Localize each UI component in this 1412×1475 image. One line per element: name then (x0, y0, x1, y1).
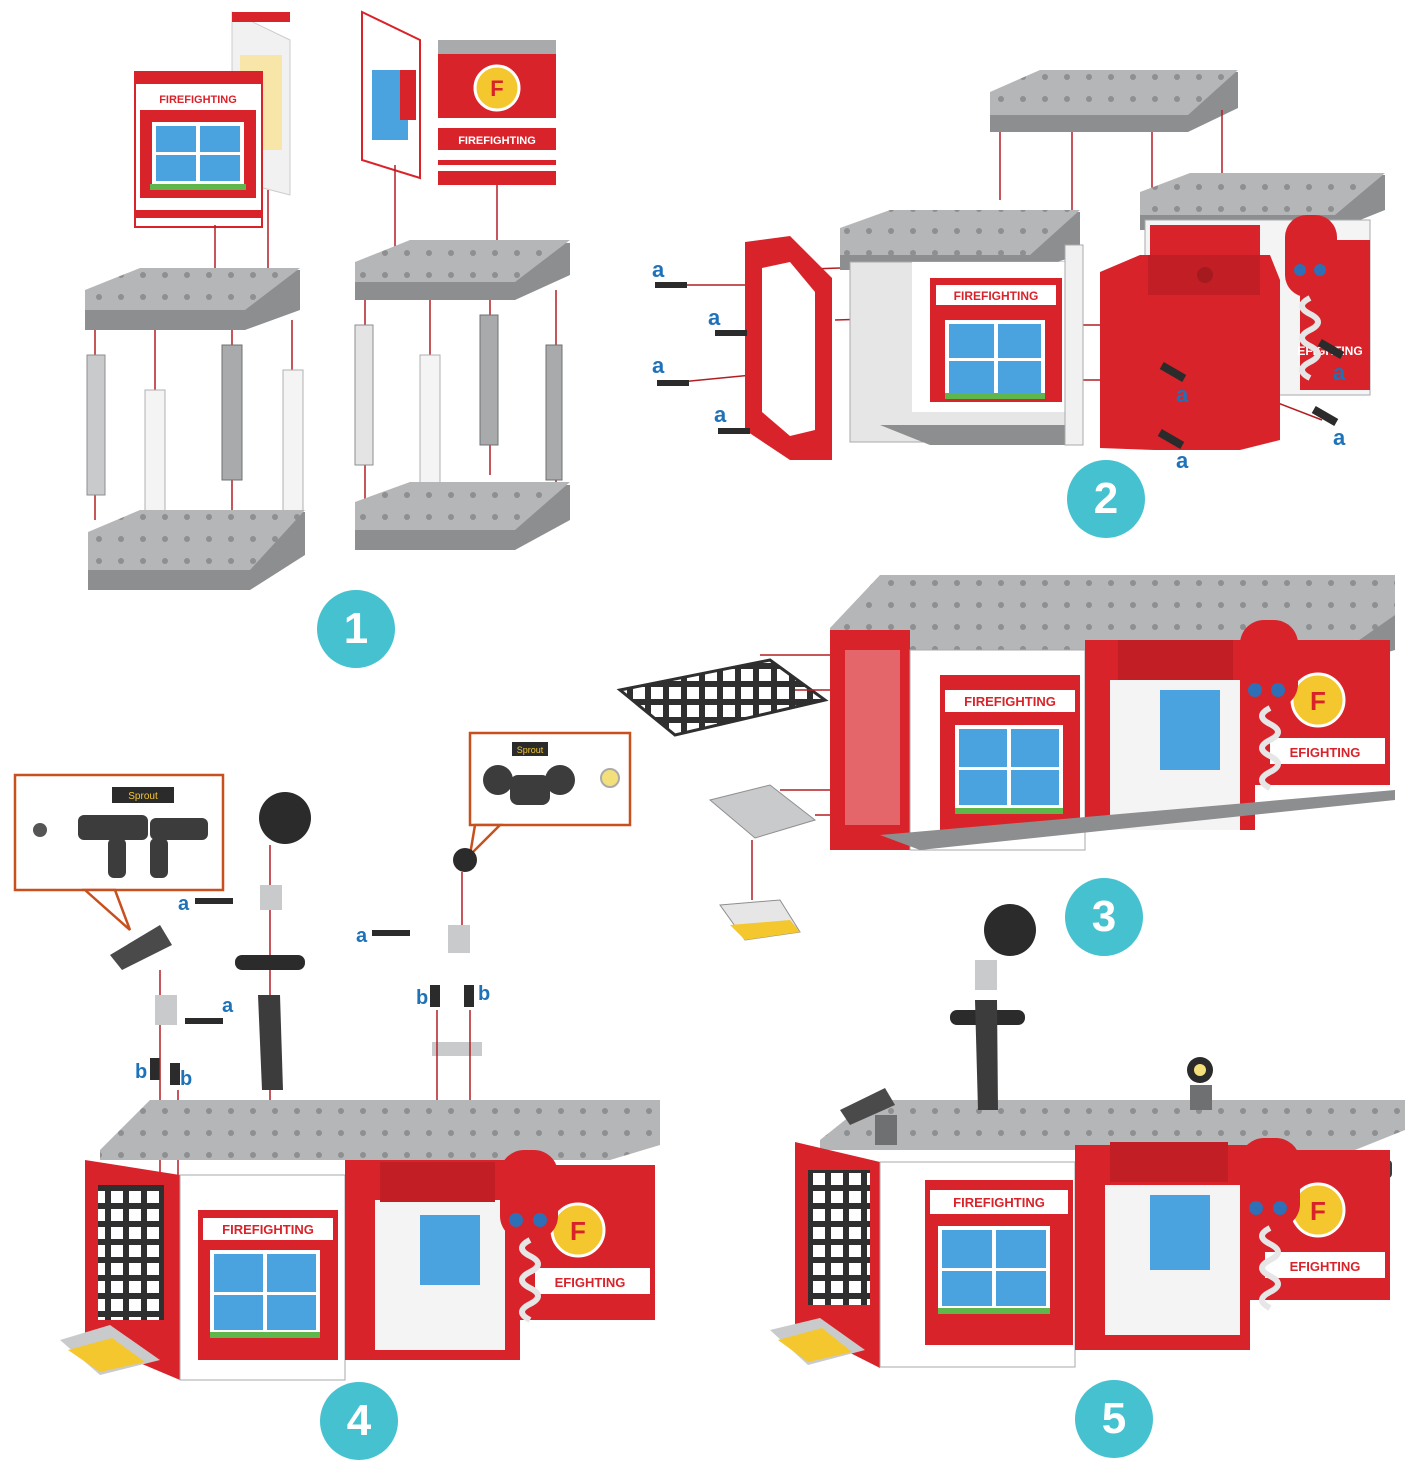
step1-sign-text-right: FIREFIGHTING (458, 135, 536, 147)
step-number: 3 (1091, 892, 1117, 941)
step2-red-frame-right (1100, 255, 1280, 450)
step2-red-frame-left (745, 236, 832, 460)
step4-callout-left: Sprout (13, 773, 225, 931)
step4-sprout-label-left: Sprout (128, 791, 158, 802)
step-number: 1 (343, 604, 369, 653)
step-badge-2: 2 (1067, 460, 1145, 538)
screw-icon (1317, 339, 1345, 359)
step3-sign-partial: EFIGHTING (1290, 745, 1361, 760)
step2-top-plate (990, 70, 1238, 132)
step2-label-a4: a (714, 402, 727, 427)
step2-middle-box: FIREFIGHTING (840, 210, 1084, 446)
step4-label-a1: a (178, 893, 190, 915)
step3-sign-text: FIREFIGHTING (964, 694, 1056, 709)
step2-label-a2: a (708, 305, 721, 330)
step-badge-4: 4 (320, 1382, 398, 1460)
step1-sign-text-left: FIREFIGHTING (159, 94, 237, 106)
step3-gate-grate (616, 658, 829, 737)
step2-sign-text: FIREFIGHTING (954, 289, 1039, 303)
step2-label-a6: a (1176, 448, 1189, 473)
step2-microphone (1285, 215, 1337, 381)
step2-screws: a a a a a a a a (652, 257, 1346, 473)
step4-sign-text: FIREFIGHTING (222, 1222, 314, 1237)
screw-icon (170, 1063, 180, 1085)
step4-station: FIREFIGHTING F EFIGHTING (60, 1100, 660, 1381)
step5-sign-partial: EFIGHTING (1290, 1259, 1361, 1274)
step1-badge-letter: F (490, 76, 503, 101)
spotlight-icon (483, 765, 513, 795)
step-badge-5: 5 (1075, 1380, 1153, 1458)
spotlight-icon (259, 792, 311, 844)
step-number: 5 (1101, 1394, 1127, 1443)
step3-station: FIREFIGHTING F EFIGHTING (830, 575, 1395, 851)
step4-loose-parts: a a a b b b b (110, 792, 490, 1119)
step2-label-a3: a (652, 353, 665, 378)
screw-icon (1157, 429, 1185, 449)
screw-icon (464, 985, 474, 1007)
screw-icon (1311, 406, 1339, 426)
screw-icon (715, 330, 747, 336)
spotlight-icon (984, 904, 1036, 956)
step5-sign-text: FIREFIGHTING (953, 1195, 1045, 1210)
step4-label-b2: b (180, 1068, 192, 1090)
step4-sign-partial: EFIGHTING (555, 1275, 626, 1290)
step1-top-plate-left (85, 268, 300, 330)
step2-label-a5: a (1176, 382, 1189, 407)
step-1-group: FIREFIGHTING F FIREFIGHTING (85, 10, 570, 590)
step2-label-a1: a (652, 257, 665, 282)
step5-station: FIREFIGHTING F EFIGHTING (770, 904, 1405, 1368)
step-number: 4 (346, 1396, 372, 1445)
screw-icon (1159, 362, 1187, 382)
step-4-group: Sprout Sprout (13, 731, 660, 1381)
step1-sign-panel-right: F FIREFIGHTING (361, 10, 556, 185)
screw-icon (185, 1018, 223, 1024)
step1-sign-panel-left: FIREFIGHTING (134, 11, 291, 228)
step4-label-a2: a (222, 995, 234, 1017)
security-camera-icon (110, 925, 172, 970)
security-camera-icon (78, 815, 148, 840)
step-badge-1: 1 (317, 590, 395, 668)
screw-icon (195, 898, 233, 904)
step-number: 2 (1093, 474, 1119, 523)
step4-callout-right: Sprout (468, 731, 632, 859)
step-badge-3: 3 (1065, 878, 1143, 956)
screw-icon (33, 823, 47, 837)
step-5-group: FIREFIGHTING F EFIGHTING (770, 904, 1405, 1368)
step4-badge-letter: F (570, 1216, 586, 1246)
step1-top-plate-right (355, 240, 570, 300)
step-2-group: FIREFIGHTING EFIGHTING (652, 70, 1385, 473)
step1-bottom-plate-right (355, 482, 570, 550)
step3-badge-letter: F (1310, 686, 1326, 716)
step1-pillars (86, 314, 563, 536)
step4-label-b3: b (416, 987, 428, 1009)
screw-icon (718, 428, 750, 434)
step3-ramp (708, 784, 817, 941)
step1-bottom-plate-left (88, 510, 305, 590)
step4-label-a3: a (356, 925, 368, 947)
step2-label-a8: a (1333, 425, 1346, 450)
step4-sprout-label-right: Sprout (517, 745, 544, 755)
step5-badge-letter: F (1310, 1196, 1326, 1226)
step4-label-b1: b (135, 1061, 147, 1083)
screw-icon (372, 930, 410, 936)
screw-icon (430, 985, 440, 1007)
screw-icon (655, 282, 687, 288)
screw-icon (150, 1058, 160, 1080)
screw-icon (657, 380, 689, 386)
step2-label-a7: a (1333, 360, 1346, 385)
step4-label-b4: b (478, 983, 490, 1005)
security-camera-icon (840, 1088, 895, 1125)
step-3-group: FIREFIGHTING F EFIGHTING (616, 575, 1395, 941)
